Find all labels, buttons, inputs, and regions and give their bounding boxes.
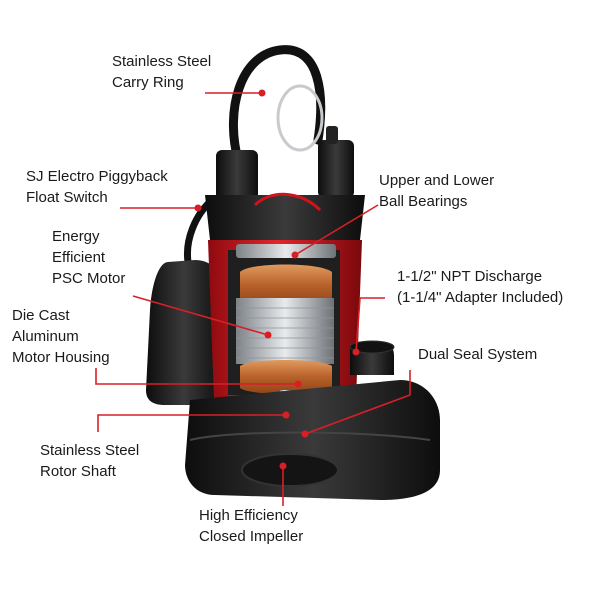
cord-grip-left xyxy=(216,150,258,200)
carry-ring xyxy=(276,84,324,152)
leader-dot-float-switch xyxy=(194,204,202,212)
label-rotor-shaft-line1: Stainless Steel xyxy=(40,442,140,459)
leader-dot-discharge xyxy=(352,348,360,356)
pump-illustration xyxy=(146,45,440,500)
grip-cap xyxy=(326,126,338,144)
upper-winding xyxy=(240,264,332,306)
label-psc-motor-line2: Efficient xyxy=(52,249,106,266)
label-carry-ring-line1: Stainless Steel xyxy=(112,53,212,70)
label-psc-motor: Energy Efficient PSC Motor xyxy=(52,226,125,289)
leader-seal xyxy=(304,370,411,435)
label-motor-housing-line1: Die Cast xyxy=(12,307,70,324)
leader-dot-bearings xyxy=(291,251,299,259)
cord-grip-right xyxy=(318,140,354,198)
label-impeller: High Efficiency Closed Impeller xyxy=(199,505,303,547)
leader-dot-motor-housing xyxy=(294,380,302,388)
label-impeller-line2: Closed Impeller xyxy=(199,528,304,545)
leader-bearings xyxy=(294,204,379,256)
label-seal-line1: Dual Seal System xyxy=(418,346,538,363)
stator-laminations xyxy=(236,307,334,359)
label-bearings: Upper and Lower Ball Bearings xyxy=(379,170,494,212)
leader-dot-carry-ring xyxy=(258,89,266,97)
label-bearings-line2: Ball Bearings xyxy=(379,193,468,210)
label-rotor-shaft-line2: Rotor Shaft xyxy=(40,463,116,480)
leader-dot-seal xyxy=(301,430,309,438)
lower-winding xyxy=(240,360,332,394)
label-motor-housing-line3: Motor Housing xyxy=(12,349,110,366)
float-switch xyxy=(146,260,222,405)
label-psc-motor-line3: PSC Motor xyxy=(52,270,126,287)
top-cap xyxy=(205,195,365,240)
label-seal: Dual Seal System xyxy=(418,344,537,365)
leader-dot-rotor-shaft xyxy=(282,411,290,419)
leader-dot-impeller xyxy=(279,462,287,470)
leader-discharge xyxy=(355,297,385,353)
label-motor-housing-line2: Aluminum xyxy=(12,328,79,345)
label-discharge-line1: 1-1/2" NPT Discharge xyxy=(397,268,543,285)
label-psc-motor-line1: Energy xyxy=(52,228,100,245)
upper-bearing-plate xyxy=(236,244,336,258)
label-discharge-line2: (1-1/4" Adapter Included) xyxy=(397,289,564,306)
label-float-switch: SJ Electro Piggyback Float Switch xyxy=(26,166,168,208)
label-bearings-line1: Upper and Lower xyxy=(379,172,495,189)
label-impeller-line1: High Efficiency xyxy=(199,507,298,524)
label-rotor-shaft: Stainless Steel Rotor Shaft xyxy=(40,440,139,482)
label-carry-ring-line2: Carry Ring xyxy=(112,74,184,91)
impeller-intake xyxy=(241,453,339,487)
leader-dot-psc-motor xyxy=(264,331,272,339)
power-cord xyxy=(228,45,326,165)
leader-rotor-shaft xyxy=(97,414,286,432)
label-float-switch-line1: SJ Electro Piggyback xyxy=(26,168,168,185)
label-carry-ring: Stainless Steel Carry Ring xyxy=(112,51,211,93)
label-discharge: 1-1/2" NPT Discharge (1-1/4" Adapter Inc… xyxy=(397,266,563,308)
top-cap-wiring xyxy=(253,192,322,212)
discharge-opening xyxy=(349,340,395,354)
base-front-lip xyxy=(189,431,431,441)
label-motor-housing: Die Cast Aluminum Motor Housing xyxy=(12,305,110,368)
leader-lines xyxy=(95,89,411,506)
label-float-switch-line2: Float Switch xyxy=(26,189,108,206)
leader-psc-motor xyxy=(132,295,269,336)
leader-motor-housing xyxy=(95,368,298,385)
